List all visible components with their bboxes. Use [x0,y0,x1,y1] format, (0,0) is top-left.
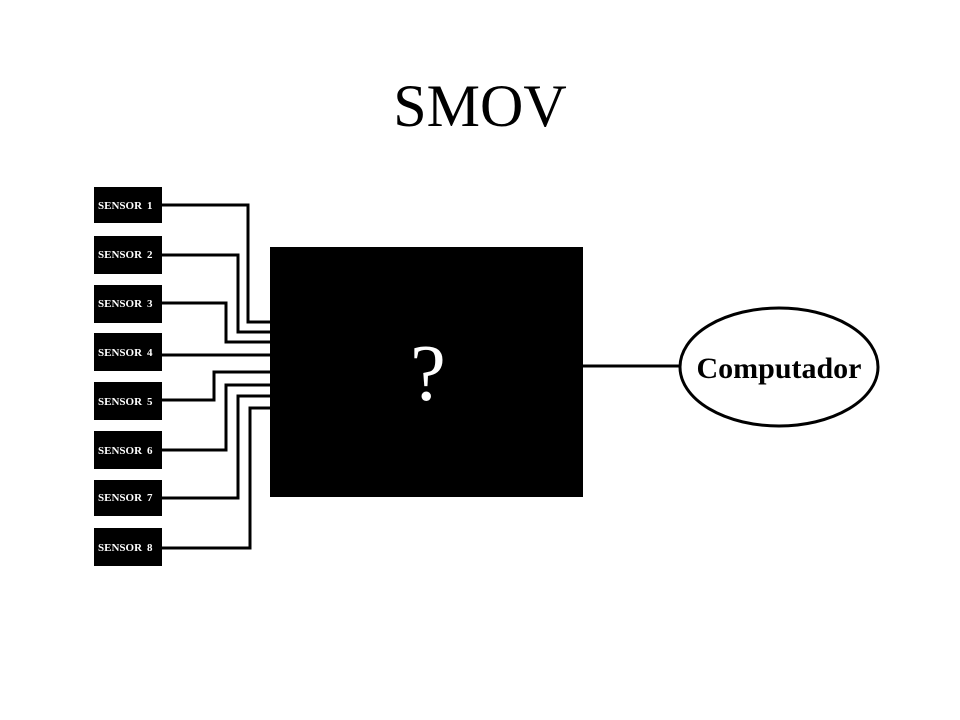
wire-sensor-5 [162,370,270,402]
processor-question-mark: ? [410,330,446,418]
wire-sensor-8 [162,406,270,550]
computer-node: Computador [678,306,880,428]
wire-sensor-2 [162,253,270,334]
page-title: SMOV [393,73,567,139]
processor-box: ? [270,247,583,497]
wire-sensor-1 [162,203,270,324]
wire-sensor-7 [162,394,270,500]
wire-sensor-3 [162,301,270,344]
wire-sensor-6 [162,383,270,452]
computer-label: Computador [696,352,861,385]
sensor-wires [162,203,270,550]
